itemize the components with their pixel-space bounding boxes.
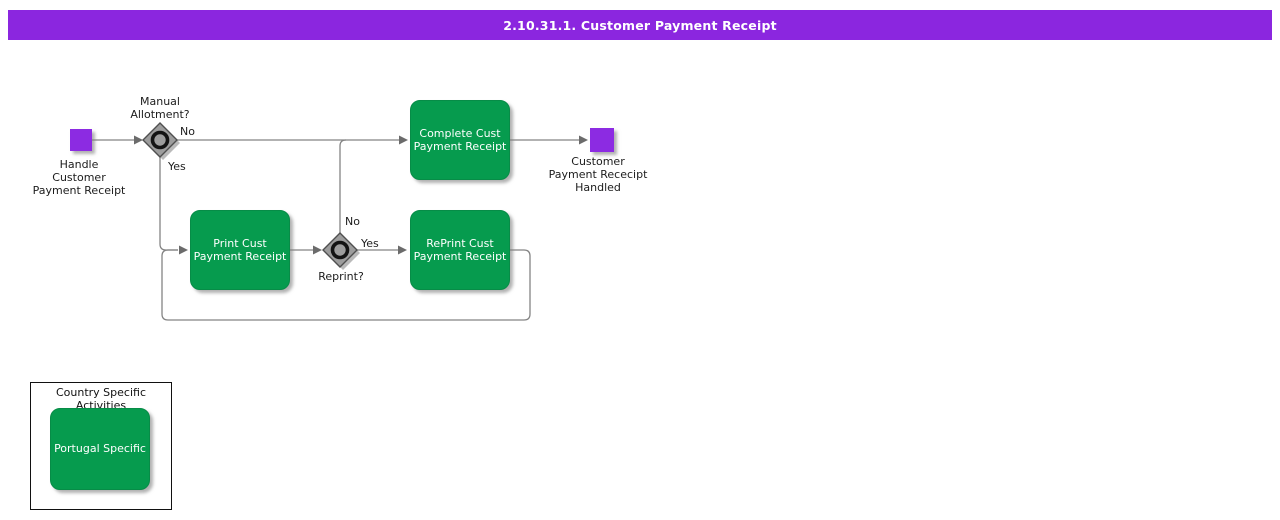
edge-reprint-loop-to-print <box>161 249 531 321</box>
start-event-label: Handle Customer Payment Receipt <box>32 158 126 197</box>
arrowhead <box>399 135 408 145</box>
task-print-cust-payment-receipt[interactable]: Print Cust Payment Receipt <box>190 210 290 290</box>
edge-label-reprint-yes: Yes <box>361 237 379 250</box>
edge-label-reprint-no: No <box>345 215 360 228</box>
gateway-circle-icon <box>150 130 170 150</box>
edge-reprint-no-to-complete <box>339 139 347 233</box>
arrowhead <box>579 135 588 145</box>
gateway-manual-question-label: Manual Allotment? <box>130 95 190 121</box>
gateway-reprint-question-label: Reprint? <box>318 270 364 283</box>
arrowhead <box>398 245 407 255</box>
task-complete-cust-payment-receipt[interactable]: Complete Cust Payment Receipt <box>410 100 510 180</box>
edge-label-manual-no: No <box>180 125 195 138</box>
edge-label-manual-yes: Yes <box>168 160 186 173</box>
arrowhead <box>313 245 322 255</box>
diagram-title: 2.10.31.1. Customer Payment Receipt <box>503 17 777 33</box>
gateway-circle-icon <box>330 240 350 260</box>
gateway-manual-allotment <box>142 122 180 160</box>
task-portugal-specific[interactable]: Portugal Specific <box>50 408 150 490</box>
gateway-reprint <box>322 232 360 270</box>
gateway-diamond <box>142 122 178 158</box>
task-reprint-cust-payment-receipt[interactable]: RePrint Cust Payment Receipt <box>410 210 510 290</box>
gateway-diamond <box>322 232 358 268</box>
arrowhead <box>134 135 143 145</box>
diagram-title-bar: 2.10.31.1. Customer Payment Receipt <box>8 10 1272 40</box>
arrowhead <box>179 245 188 255</box>
start-event-square[interactable] <box>70 129 92 151</box>
end-event-label: Customer Payment Rececipt Handled <box>548 155 648 194</box>
end-event-square[interactable] <box>590 128 614 152</box>
